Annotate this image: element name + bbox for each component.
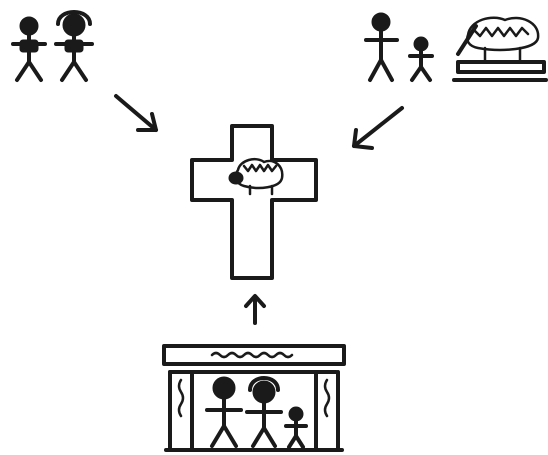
arrow-from-man-child-lamb: [352, 106, 404, 150]
child-figure: [408, 36, 434, 82]
man-figure: [364, 12, 399, 82]
temple-icon: [162, 344, 346, 452]
arrow-from-couple: [114, 94, 158, 132]
man-figure: [11, 16, 47, 82]
woman-figure: [245, 376, 283, 448]
child-figure: [284, 406, 308, 449]
lamb-on-altar-icon: [452, 16, 548, 82]
woman-figure: [54, 10, 94, 82]
man-figure: [205, 376, 243, 448]
lamb-icon: [228, 158, 284, 196]
arrow-from-temple: [244, 294, 266, 325]
cross-icon: [190, 124, 318, 280]
couple-group: [11, 10, 94, 82]
man-child-lamb-group: [364, 12, 548, 82]
